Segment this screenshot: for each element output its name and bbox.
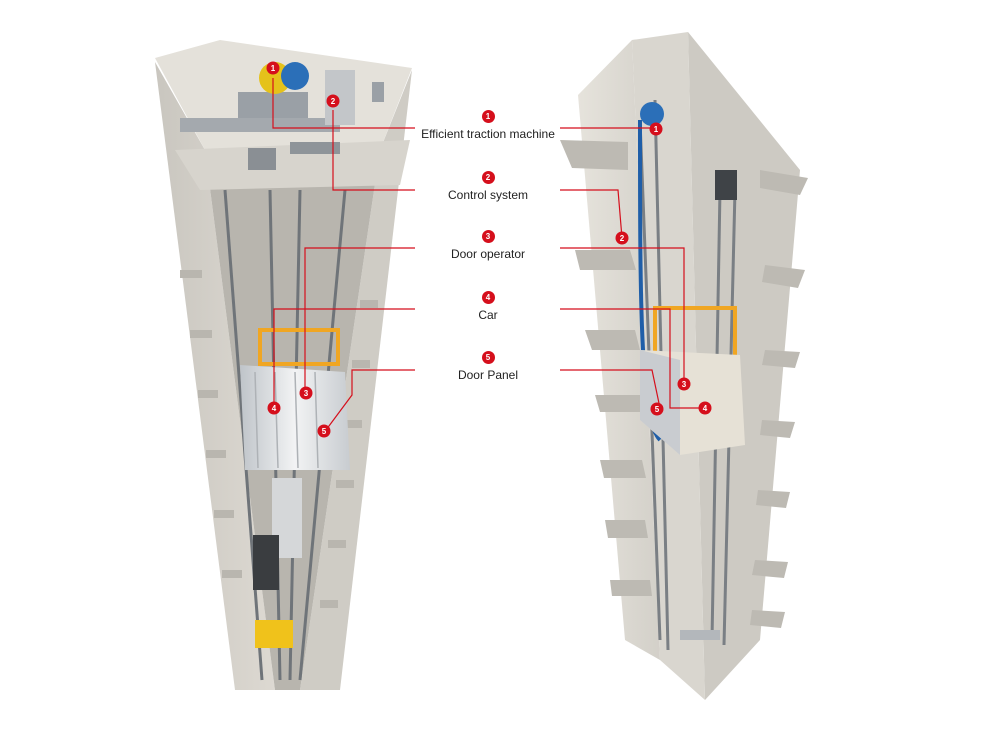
svg-text:5: 5 xyxy=(322,427,327,436)
legend-badge-4: 4 xyxy=(481,291,495,304)
svg-text:1: 1 xyxy=(654,125,659,134)
svg-text:3: 3 xyxy=(304,389,309,398)
left-shaft-left-wall xyxy=(155,62,275,690)
marker-1-right: 1 xyxy=(649,122,663,136)
legend-item-3: 3 Door operator xyxy=(398,226,578,261)
legend-item-5: 5 Door Panel xyxy=(398,347,578,382)
svg-text:4: 4 xyxy=(703,404,708,413)
svg-text:2: 2 xyxy=(331,97,336,106)
legend-label-1: Efficient traction machine xyxy=(421,127,555,141)
legend-badge-3: 3 xyxy=(481,230,495,243)
marker-1-left: 1 xyxy=(266,61,280,75)
legend-label-4: Car xyxy=(478,308,498,322)
left-machine-room-floor xyxy=(175,140,410,190)
legend-item-4: 4 Car xyxy=(398,287,578,322)
legend-badge-1: 1 xyxy=(481,110,495,123)
svg-text:2: 2 xyxy=(620,234,625,243)
svg-text:1: 1 xyxy=(271,64,276,73)
legend-item-1: 1 Efficient traction machine xyxy=(398,106,578,141)
left-shaft-right-wall xyxy=(300,70,412,690)
marker-2-right: 2 xyxy=(615,231,629,245)
marker-5-right: 5 xyxy=(650,402,664,416)
marker-2-left: 2 xyxy=(326,94,340,108)
svg-text:3: 3 xyxy=(682,380,687,389)
marker-3-left: 3 xyxy=(299,386,313,400)
image-markers: 1 2 3 4 5 1 2 3 4 5 xyxy=(266,61,712,438)
marker-3-right: 3 xyxy=(677,377,691,391)
svg-text:4: 4 xyxy=(272,404,277,413)
legend-item-2: 2 Control system xyxy=(398,167,578,202)
legend-badge-2: 2 xyxy=(481,171,495,184)
right-shaft xyxy=(560,32,808,700)
legend-label-2: Control system xyxy=(447,188,529,202)
legend-badge-5: 5 xyxy=(481,351,495,364)
legend-label-5: Door Panel xyxy=(457,368,519,382)
marker-4-right: 4 xyxy=(698,401,712,415)
left-shaft xyxy=(155,40,412,690)
marker-5-left: 5 xyxy=(317,424,331,438)
marker-4-left: 4 xyxy=(267,401,281,415)
leader-lines xyxy=(272,78,703,431)
svg-text:5: 5 xyxy=(655,405,660,414)
legend-label-3: Door operator xyxy=(450,247,526,261)
